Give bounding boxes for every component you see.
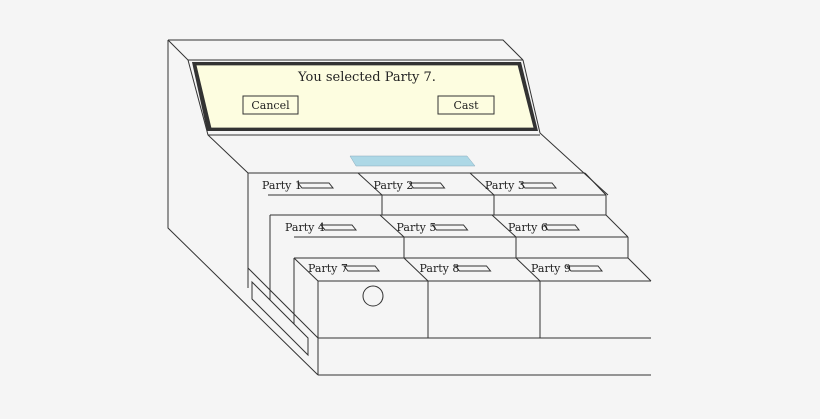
party-push-button[interactable] (431, 224, 469, 231)
display-screen: You selected Party 7. Cancel Cast (192, 62, 538, 131)
party-1-button[interactable]: Party 1 (262, 179, 335, 192)
party-push-button[interactable] (519, 182, 558, 189)
drawer-tier-2 (269, 214, 629, 315)
cabinet-left-side (167, 39, 609, 376)
ballot-output-lock (362, 285, 384, 307)
cancel-button[interactable]: Cancel (242, 95, 299, 115)
party-5-button[interactable]: Party 5 (397, 221, 469, 234)
party-push-button[interactable] (565, 265, 604, 272)
party-push-button[interactable] (542, 224, 581, 231)
cast-button-label: Cast (453, 99, 479, 112)
party-label: Party 9 (531, 262, 571, 275)
party-label: Party 1 (262, 179, 302, 192)
party-label: Party 7 (308, 262, 348, 275)
party-label: Party 2 (374, 179, 414, 192)
party-4-button[interactable]: Party 4 (285, 221, 358, 234)
cast-button[interactable]: Cast (437, 95, 495, 115)
party-push-button[interactable] (454, 265, 492, 272)
party-push-button[interactable] (342, 265, 381, 272)
screen-message: You selected Party 7. (297, 70, 436, 85)
ballot-slot (349, 155, 476, 167)
party-push-button[interactable] (408, 182, 446, 189)
party-buttons: Party 1 Party 2 Party 3 Party 4 Party 5 Party… (262, 179, 604, 275)
party-3-button[interactable]: Party 3 (485, 179, 558, 192)
party-label: Party 8 (420, 262, 460, 275)
party-label: Party 5 (397, 221, 437, 234)
party-push-button[interactable] (296, 182, 335, 189)
cancel-button-label: Cancel (251, 99, 290, 112)
party-7-button[interactable]: Party 7 (308, 262, 381, 275)
party-label: Party 4 (285, 221, 325, 234)
party-8-button[interactable]: Party 8 (420, 262, 492, 275)
party-2-button[interactable]: Party 2 (374, 179, 446, 192)
drawer-tier-1 (247, 172, 607, 288)
party-push-button[interactable] (319, 224, 358, 231)
party-label: Party 6 (508, 221, 548, 234)
party-9-button[interactable]: Party 9 (531, 262, 604, 275)
drawer-tier-3 (293, 257, 652, 338)
party-label: Party 3 (485, 179, 525, 192)
cabinet-base (247, 267, 651, 376)
party-6-button[interactable]: Party 6 (508, 221, 581, 234)
